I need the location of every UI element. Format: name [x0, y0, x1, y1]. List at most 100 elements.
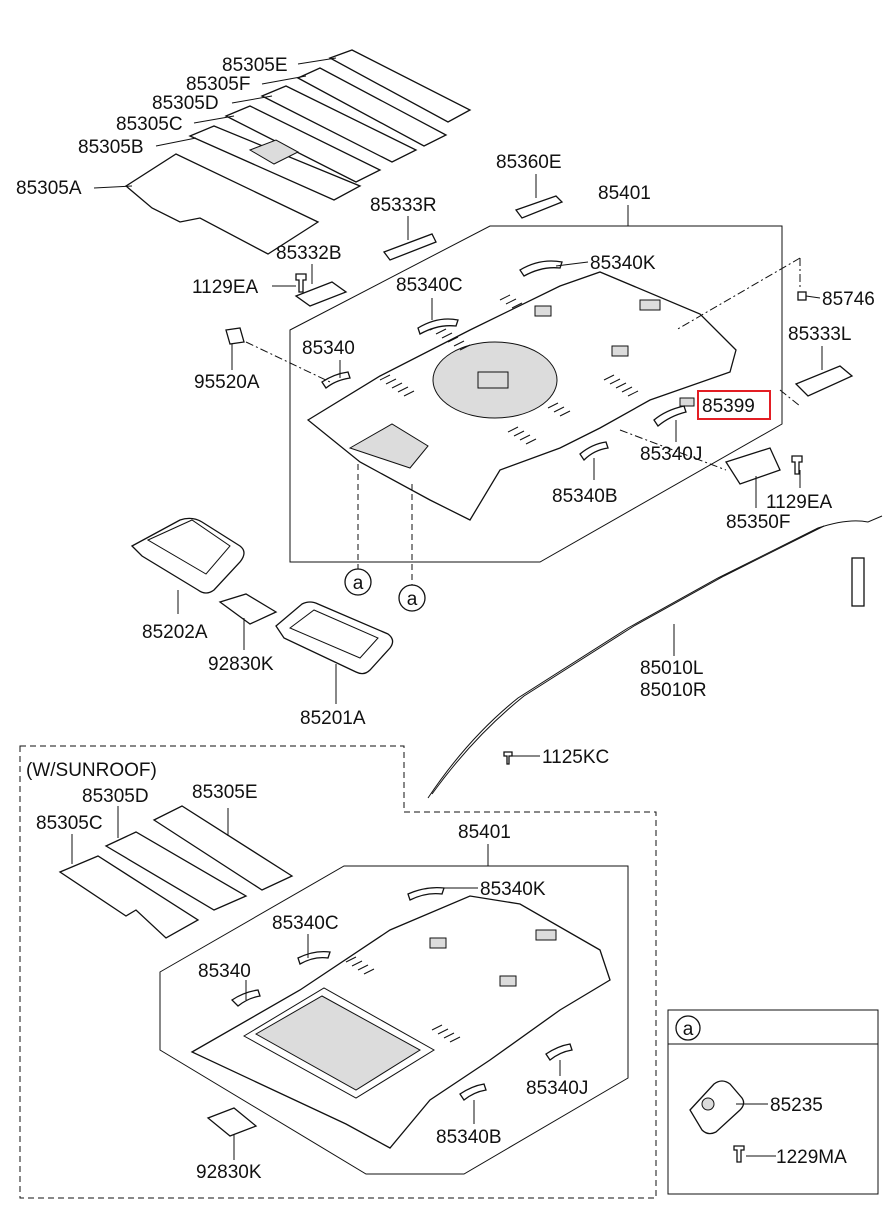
pad-85305f[interactable] [296, 67, 448, 147]
sunroof-opening [254, 995, 421, 1091]
detail-label-1229ma: 1229MA [776, 1147, 847, 1168]
sunroof-label-85305e: 85305E [192, 782, 258, 803]
clip-95520a[interactable] [225, 327, 245, 345]
label-85333r: 85333R [370, 195, 437, 216]
label-1125kc: 1125KC [542, 747, 609, 768]
ref-a-2-label: a [407, 589, 418, 610]
bracket-85333l[interactable] [794, 365, 854, 397]
detail-label-85235: 85235 [770, 1095, 823, 1116]
sunroof-grab-handle-85340k[interactable] [407, 886, 445, 901]
sunroof-label-85340: 85340 [198, 961, 251, 982]
label-85399[interactable]: 85399 [702, 396, 755, 417]
sunroof-label-85305d: 85305D [82, 786, 149, 807]
label-1129ea-right: 1129EA [766, 492, 833, 513]
detail-a-circle [675, 1015, 701, 1041]
grab-handle-85340[interactable] [321, 371, 351, 389]
label-1129ea-top: 1129EA [192, 277, 259, 298]
retainer-hole [701, 1097, 715, 1111]
pad-85305a[interactable] [124, 153, 320, 255]
sunroof-pad-85305c[interactable] [58, 855, 200, 939]
headliner-group-outline [289, 225, 783, 563]
pad-block [639, 299, 661, 311]
curtain-airbag-85010[interactable] [427, 515, 883, 799]
pad-block [534, 305, 552, 317]
label-85401: 85401 [598, 183, 651, 204]
pad-85305e[interactable] [328, 49, 472, 123]
label-85333l: 85333L [788, 324, 851, 345]
sunroof-label-85340k: 85340K [480, 879, 546, 900]
inflator [851, 557, 865, 607]
grab-handle-85340c[interactable] [417, 318, 459, 335]
label-85332b: 85332B [276, 243, 342, 264]
bracket-85332b[interactable] [294, 281, 348, 307]
label-85305e: 85305E [222, 55, 288, 76]
dome-lamp-hole [477, 371, 509, 389]
sunroof-label-85340j: 85340J [526, 1078, 588, 1099]
sunroof-label-85401: 85401 [458, 822, 511, 843]
label-85202a: 85202A [142, 622, 208, 643]
sunroof-frame [242, 987, 435, 1099]
pad-85305d[interactable] [260, 85, 418, 163]
sunroof-grab-handle-85340c[interactable] [297, 950, 331, 965]
ref-a-1[interactable]: a [344, 568, 372, 596]
sunroof-variant-box [19, 745, 657, 1199]
screw-1129ea-right[interactable] [791, 455, 803, 475]
bolt-1125kc[interactable] [503, 751, 513, 765]
sunvisor-85201a[interactable] [275, 601, 394, 675]
screw-1129ea-top[interactable] [295, 273, 307, 293]
ref-a-2[interactable]: a [398, 584, 426, 612]
sunvisor-recess [348, 423, 429, 469]
bracket-85333r[interactable] [382, 233, 437, 261]
label-85305c: 85305C [116, 114, 183, 135]
assembly-guides [245, 257, 801, 586]
sunroof-title: (W/SUNROOF) [26, 760, 157, 781]
label-85010r: 85010R [640, 680, 707, 701]
sunroof-foam [345, 956, 461, 1043]
label-85201a: 85201A [300, 708, 366, 729]
sunroof-handles [206, 886, 573, 1137]
label-85305f: 85305F [186, 74, 250, 95]
label-85340c: 85340C [396, 275, 463, 296]
main-leaders [231, 174, 823, 508]
label-85340: 85340 [302, 338, 355, 359]
highlight-box-85399 [697, 390, 771, 420]
sunroof-label-85340b: 85340B [436, 1127, 502, 1148]
insulation-pads [124, 49, 472, 255]
pad-85305c[interactable] [224, 105, 382, 183]
pad-block [499, 975, 517, 987]
label-85305d: 85305D [152, 93, 219, 114]
pad-block [679, 397, 695, 407]
sunroof-pad-85305e[interactable] [152, 805, 294, 891]
sunroof-visor-holder-92830k[interactable] [206, 1107, 258, 1137]
detail-a-ref: a [683, 1019, 694, 1040]
sunvisor-85202a[interactable] [130, 517, 245, 594]
pad-block [535, 929, 557, 941]
bracket-85350f[interactable] [724, 447, 781, 485]
nut-85746[interactable] [797, 291, 807, 301]
screw-1229ma[interactable] [733, 1145, 745, 1163]
grab-handle-85340b[interactable] [579, 441, 609, 462]
label-95520a: 95520A [194, 372, 260, 393]
lower-leaders [177, 590, 675, 757]
ref-a-1-label: a [353, 573, 364, 594]
label-85340k: 85340K [590, 253, 656, 274]
visor-holder-92830k[interactable] [218, 593, 278, 625]
headliner-85401[interactable] [306, 271, 737, 521]
sunroof-pad-85305d[interactable] [104, 831, 248, 911]
sunroof-label-92830k: 92830K [196, 1162, 262, 1183]
label-92830k: 92830K [208, 654, 274, 675]
sunroof-grab-handle-85340j[interactable] [545, 1043, 573, 1061]
bracket-85360e[interactable] [514, 195, 564, 219]
label-85340b: 85340B [552, 486, 618, 507]
retainer-85235[interactable] [689, 1080, 745, 1135]
pad-block [611, 345, 629, 357]
grab-handle-85340k[interactable] [519, 260, 563, 277]
grab-handle-85340j[interactable] [653, 405, 687, 427]
main-labels: 85305E 85305F 85305D 85305C 85305B 85305… [16, 55, 875, 768]
sunroof-headliner-85401[interactable] [190, 895, 611, 1149]
sunroof-headliner-group-outline [159, 865, 629, 1175]
sunroof-grab-handle-85340b[interactable] [459, 1083, 487, 1101]
sunroof-leaders [233, 887, 561, 1160]
pad-leaders [93, 57, 337, 189]
